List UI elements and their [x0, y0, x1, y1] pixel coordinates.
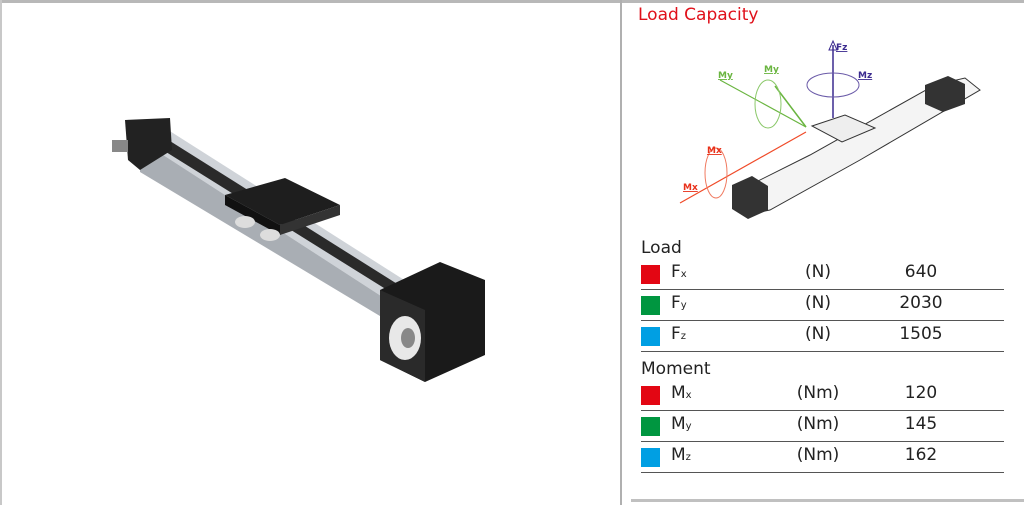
row-value: 1505 [899, 324, 943, 344]
mx-rotation-label: Mx [707, 146, 722, 156]
row-label: My [671, 414, 692, 434]
table-row: Mz (Nm) 162 [641, 442, 1004, 473]
row-label: Fz [671, 324, 687, 344]
moment-heading: Moment [641, 359, 711, 379]
row-unit: (N) [805, 262, 831, 282]
row-value: 145 [904, 414, 938, 434]
row-label: Fy [671, 293, 687, 313]
bottom-border [631, 499, 1024, 502]
color-swatch [641, 386, 660, 405]
color-swatch [641, 417, 660, 436]
linear-actuator-photo [112, 118, 485, 382]
row-unit: (Nm) [796, 414, 840, 434]
row-unit: (Nm) [796, 445, 840, 465]
color-swatch [641, 296, 660, 315]
row-value: 120 [904, 383, 938, 403]
table-row: My (Nm) 145 [641, 411, 1004, 442]
color-swatch [641, 327, 660, 346]
table-row: Fx (N) 640 [641, 259, 1004, 290]
my-axis-label: My [718, 71, 733, 81]
load-axes-diagram: Fz Mz My My Mx Mx [679, 39, 981, 219]
load-heading: Load [641, 238, 682, 258]
fz-label: Fz [836, 43, 847, 53]
load-capacity-title: Load Capacity [638, 5, 759, 25]
color-swatch [641, 448, 660, 467]
row-label: Mx [671, 383, 692, 403]
left-border [0, 0, 2, 505]
row-value: 162 [904, 445, 938, 465]
table-row: Mx (Nm) 120 [641, 380, 1004, 411]
row-unit: (N) [805, 293, 831, 313]
row-label: Fx [671, 262, 687, 282]
row-label: Mz [671, 445, 691, 465]
row-value: 640 [904, 262, 938, 282]
top-border [0, 0, 1024, 3]
panel-divider [620, 0, 622, 505]
mz-label: Mz [858, 71, 872, 81]
my-rotation-label: My [764, 65, 779, 75]
table-row: Fy (N) 2030 [641, 290, 1004, 321]
row-value: 2030 [899, 293, 943, 313]
mx-axis-label: Mx [683, 183, 698, 193]
row-unit: (Nm) [796, 383, 840, 403]
row-unit: (N) [805, 324, 831, 344]
color-swatch [641, 265, 660, 284]
table-row: Fz (N) 1505 [641, 321, 1004, 352]
